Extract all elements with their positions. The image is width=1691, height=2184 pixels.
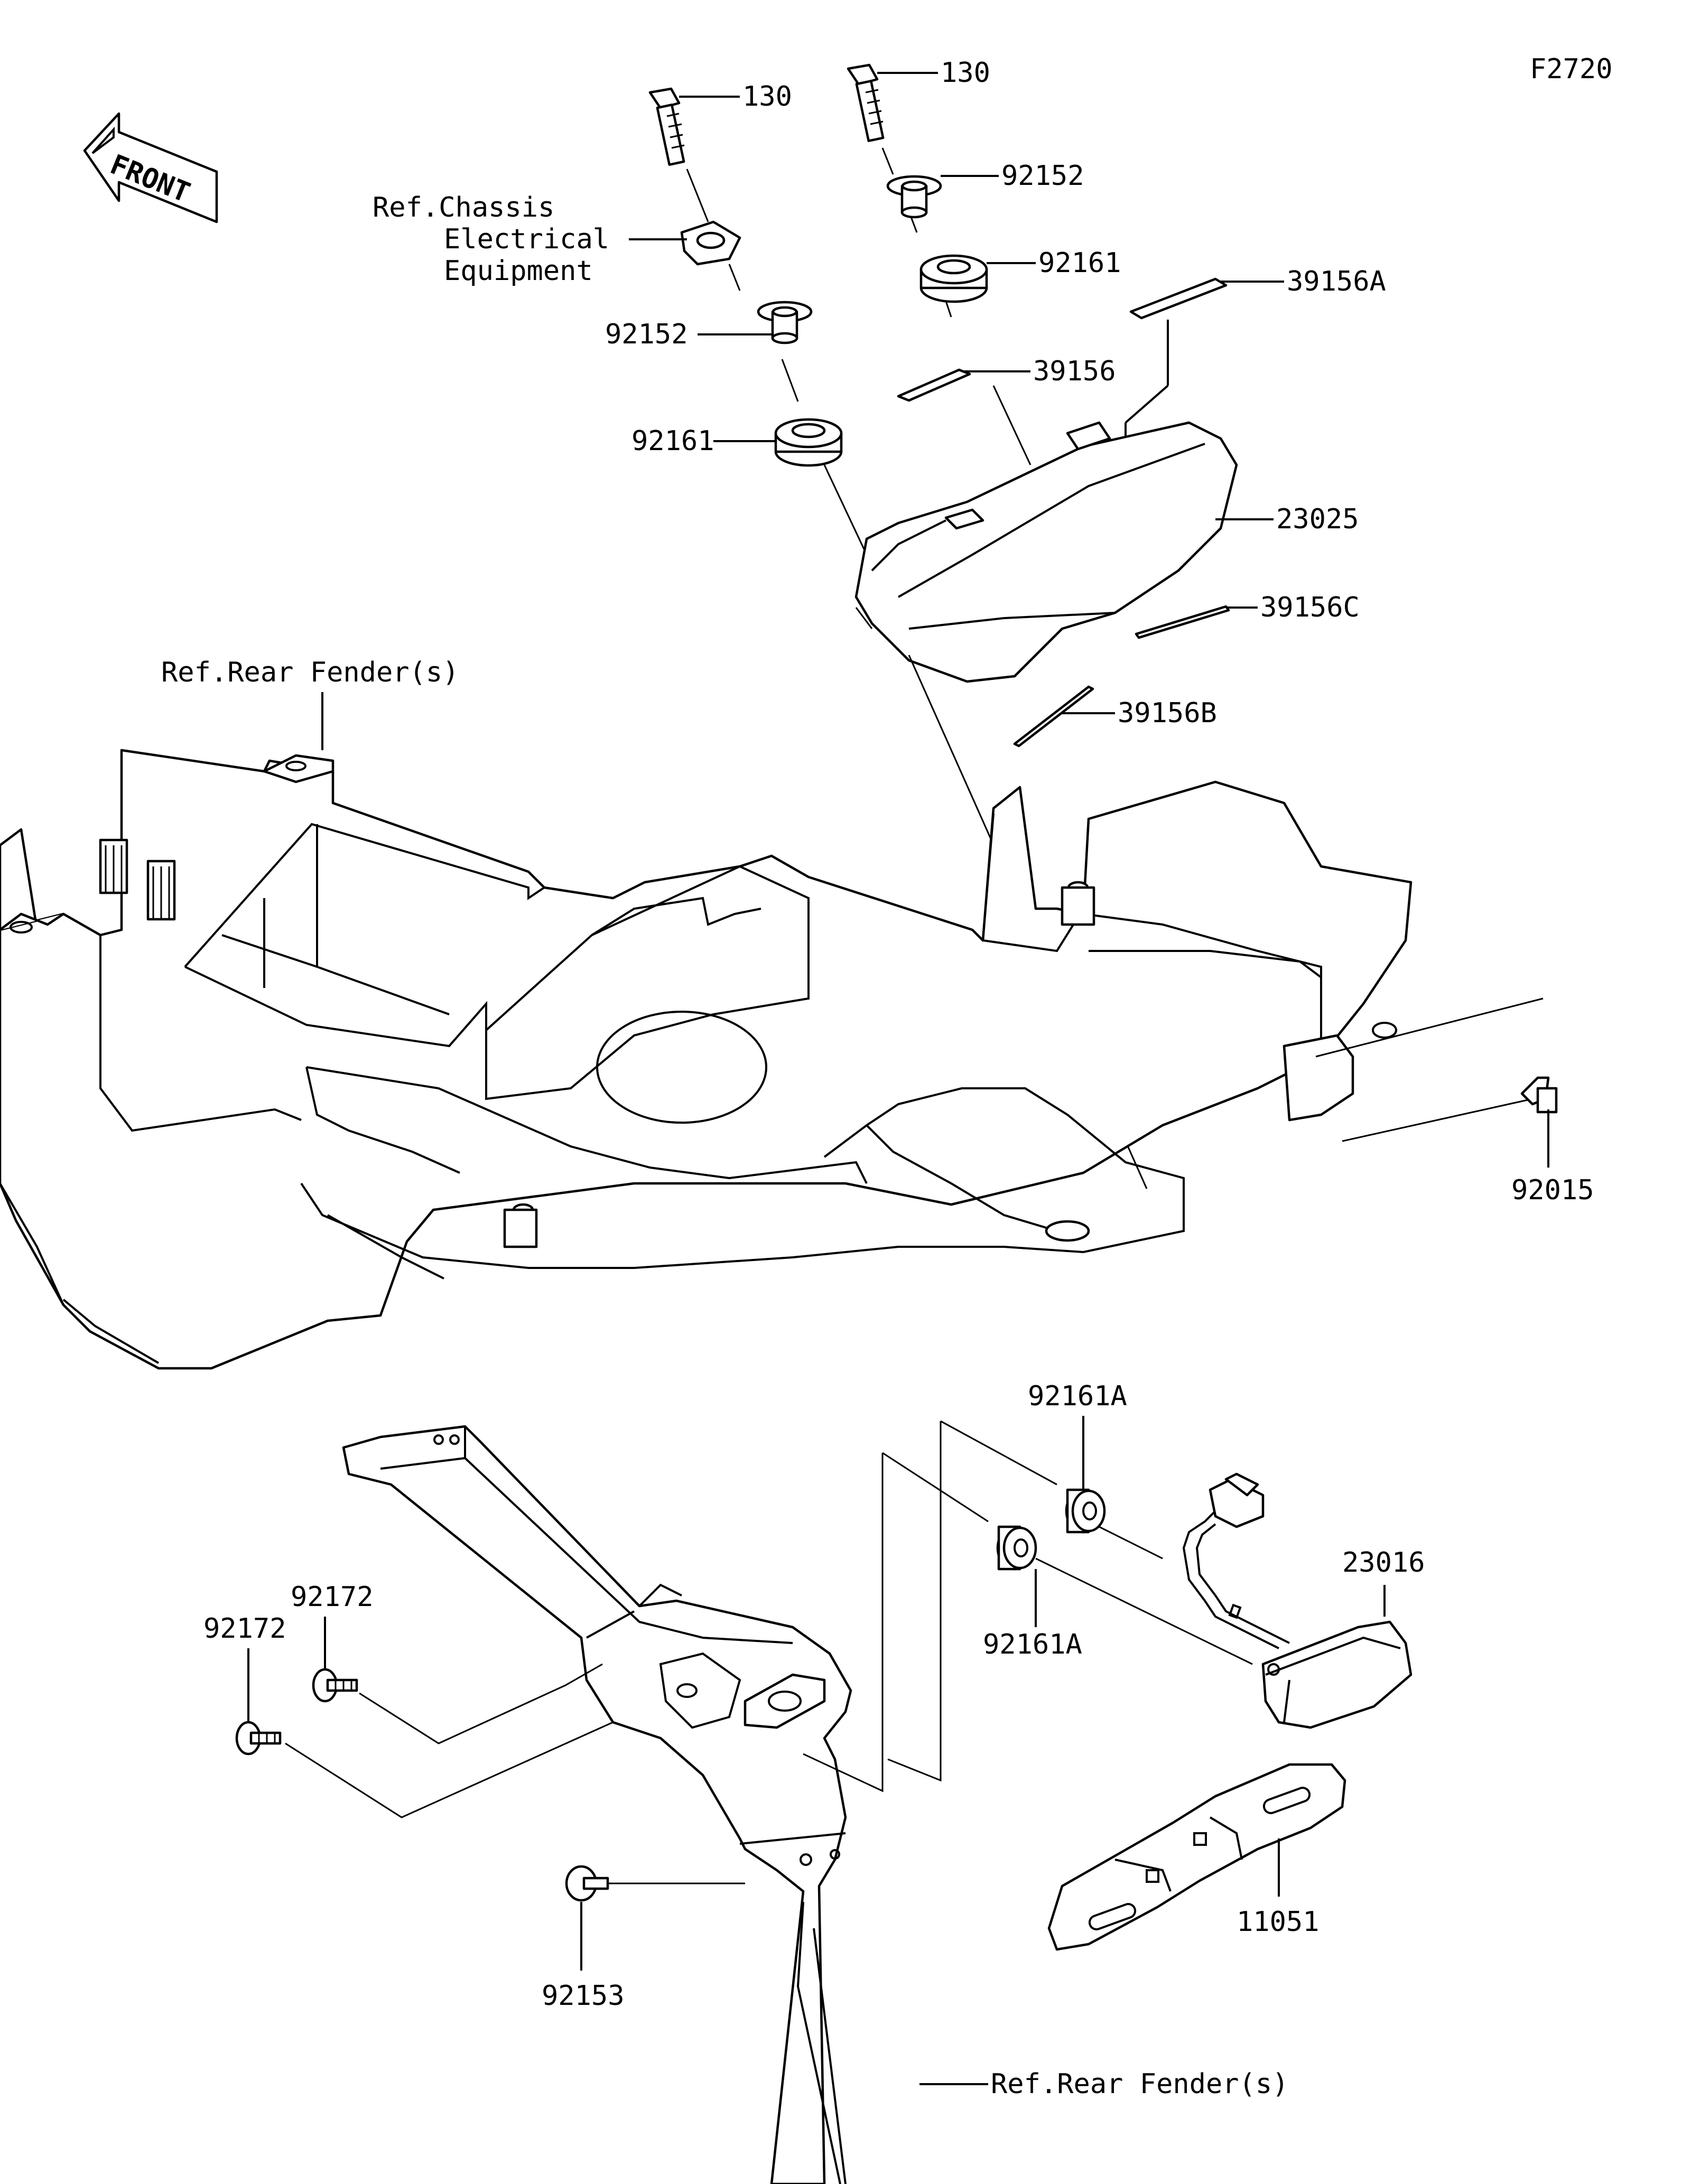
ref-chassis-line1: Ref.Chassis bbox=[373, 192, 554, 223]
grommet-92161A-upper bbox=[1065, 1488, 1106, 1534]
label-sticker-39156C bbox=[1135, 605, 1230, 639]
screw-92172-upper bbox=[312, 1668, 358, 1703]
label-23025: 23025 bbox=[1276, 503, 1359, 535]
nut-chassis bbox=[680, 220, 741, 266]
bolt-130-left bbox=[648, 87, 685, 166]
screw-92172-lower bbox=[235, 1721, 282, 1756]
label-92161-right: 92161 bbox=[1038, 247, 1121, 279]
label-92172-upper: 92172 bbox=[291, 1581, 374, 1613]
axis-bracket-upper bbox=[887, 1421, 942, 1782]
ref-chassis-line3: Equipment bbox=[444, 255, 593, 287]
collar-92152-left bbox=[757, 301, 813, 344]
grommet-92161-left bbox=[774, 418, 843, 467]
label-92161A-lower: 92161A bbox=[983, 1629, 1082, 1660]
ref-rear-fender-bottom: Ref.Rear Fender(s) bbox=[991, 2068, 1289, 2100]
fender-oval-recess bbox=[596, 1011, 767, 1124]
collar-92152-right bbox=[886, 175, 942, 219]
axis-screw-upper bbox=[359, 1663, 603, 1744]
label-92015: 92015 bbox=[1511, 1174, 1594, 1206]
label-39156: 39156 bbox=[1033, 356, 1116, 387]
label-23016: 23016 bbox=[1342, 1547, 1425, 1579]
license-bracket bbox=[342, 1425, 852, 2184]
axis-right-stack bbox=[881, 147, 894, 175]
plate-11051 bbox=[1047, 1763, 1346, 1951]
axis-92015-b bbox=[1342, 1098, 1533, 1142]
label-92153: 92153 bbox=[542, 1980, 625, 2012]
label-92152-right: 92152 bbox=[1001, 160, 1084, 192]
axis-screw-lower bbox=[285, 1721, 614, 1818]
label-130-right: 130 bbox=[941, 57, 990, 89]
clip-92015 bbox=[1520, 1076, 1558, 1114]
label-sticker-39156B bbox=[1013, 685, 1094, 748]
diagram-code: F2720 bbox=[1530, 53, 1613, 85]
axis-bracket-lower bbox=[803, 1453, 884, 1793]
fender-bosses bbox=[99, 838, 176, 921]
grommet-92161-right bbox=[919, 254, 988, 303]
label-92152-left: 92152 bbox=[605, 319, 688, 350]
label-130-left: 130 bbox=[742, 81, 792, 113]
label-92172-lower: 92172 bbox=[203, 1613, 286, 1645]
ref-rear-fender-top: Ref.Rear Fender(s) bbox=[161, 657, 459, 688]
bolt-130-right bbox=[847, 63, 885, 142]
label-92161A-upper: 92161A bbox=[1028, 1380, 1127, 1412]
label-39156B: 39156B bbox=[1118, 697, 1217, 729]
ref-chassis-line2: Electrical bbox=[444, 223, 609, 255]
label-92161-left: 92161 bbox=[631, 425, 714, 457]
axis-92015-a bbox=[1315, 997, 1544, 1058]
label-11051: 11051 bbox=[1237, 1906, 1320, 1938]
rear-fender-upper bbox=[0, 749, 1413, 1370]
label-39156A: 39156A bbox=[1287, 266, 1386, 297]
label-39156C: 39156C bbox=[1260, 592, 1360, 623]
front-arrow-icon: FRONT bbox=[83, 112, 218, 223]
license-light-23016 bbox=[1182, 1472, 1413, 1729]
axis-left-stack bbox=[686, 169, 709, 222]
label-sticker-39156 bbox=[897, 368, 971, 402]
taillight-23025 bbox=[854, 421, 1238, 683]
label-sticker-39156A bbox=[1129, 277, 1228, 320]
screw-92153 bbox=[565, 1865, 609, 1902]
grommet-92161A-lower bbox=[996, 1525, 1037, 1571]
